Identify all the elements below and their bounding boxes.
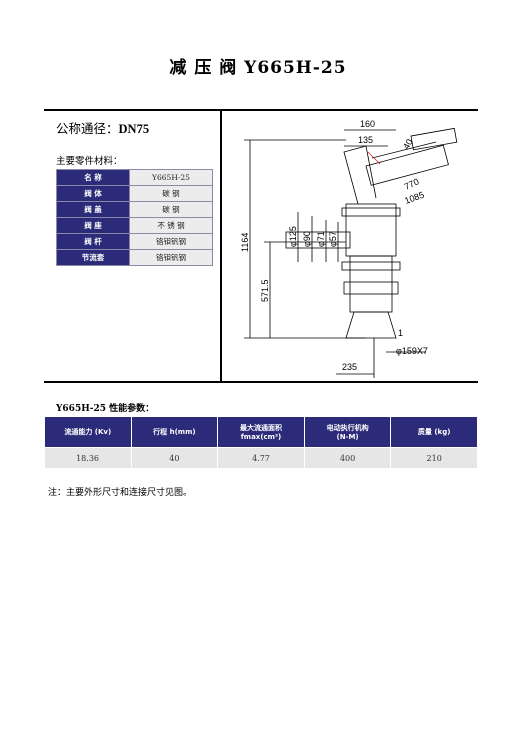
header-mass: 质量 (kg) xyxy=(390,416,478,448)
table-row: 阀 座不 锈 钢 xyxy=(56,217,213,234)
table-row: 节流套铬钼钒钢 xyxy=(56,249,213,266)
dim-57: φ57 xyxy=(328,231,338,247)
red-pointer xyxy=(367,151,381,165)
table-row: 18.36 40 4.77 400 210 xyxy=(44,447,478,468)
part-cell: 阀 座 xyxy=(56,217,130,234)
dim-90: φ90 xyxy=(302,231,312,247)
table-row: 阀 体碳 钢 xyxy=(56,185,213,202)
dim-159: φ159X7 xyxy=(396,346,428,356)
dim-40: 40 xyxy=(401,137,415,151)
table-header-row: 流通能力 (Kv) 行程 h(mm) 最大流通面积 fmax(cm²) 电动执行… xyxy=(44,416,478,448)
materials-title: 主要零件材料： xyxy=(56,156,123,167)
performance-title: Y665H-25 性能参数： xyxy=(56,404,155,414)
valve-flange-bottom xyxy=(341,261,401,271)
material-cell: Y665H-25 xyxy=(129,169,213,186)
material-cell: 铬钼钒钢 xyxy=(129,233,213,250)
page-title: 减 压 阀 Y665H-25 xyxy=(169,58,347,78)
part-cell: 名 称 xyxy=(56,169,130,186)
dim-1: 1 xyxy=(398,328,403,338)
dim-71: φ71 xyxy=(316,231,326,247)
part-cell: 节流套 xyxy=(56,249,130,266)
header-stroke: 行程 h(mm) xyxy=(130,416,219,448)
valve-flange-top xyxy=(341,207,401,217)
table-row: 阀 杆铬钼钒钢 xyxy=(56,233,213,250)
header-area: 最大流通面积 fmax(cm²) xyxy=(217,416,305,448)
table-row: 阀 盖碳 钢 xyxy=(56,201,213,218)
actuator-rod xyxy=(371,141,437,159)
footnote: 注：主要外形尺寸和连接尺寸见图。 xyxy=(48,488,193,498)
nominal-diameter: 公称通径：DN75 xyxy=(56,118,149,137)
dim-160: 160 xyxy=(360,119,375,129)
valve-outlet xyxy=(345,311,397,339)
part-cell: 阀 体 xyxy=(56,185,130,202)
header-actuator-line1: 电动执行机构 xyxy=(326,424,369,432)
actuator-motor xyxy=(410,127,458,151)
dim-125: φ125 xyxy=(288,226,298,247)
material-cell: 不 锈 钢 xyxy=(129,217,213,234)
vertical-divider xyxy=(220,111,222,383)
valve-lower-body xyxy=(349,255,393,313)
dim-5715: 571.5 xyxy=(260,279,270,302)
middle-rule xyxy=(44,381,478,383)
material-cell: 碳 钢 xyxy=(129,185,213,202)
header-kv: 流通能力 (Kv) xyxy=(44,416,132,448)
material-cell: 铬钼钒钢 xyxy=(129,249,213,266)
top-rule xyxy=(44,109,478,111)
valve-drawing: 1164 571.5 φ125 φ90 φ71 φ57 160 135 40 7… xyxy=(240,119,458,378)
dim-770: 770 xyxy=(403,176,421,191)
valve-flange-mid xyxy=(343,281,399,295)
performance-table: 流通能力 (Kv) 行程 h(mm) 最大流通面积 fmax(cm²) 电动执行… xyxy=(44,416,478,468)
dim-235: 235 xyxy=(342,362,357,372)
nominal-value: DN75 xyxy=(118,122,150,136)
nominal-label: 公称通径： xyxy=(56,121,119,136)
header-actuator-line2: (N-M) xyxy=(336,433,359,441)
header-actuator: 电动执行机构 (N-M) xyxy=(303,416,392,448)
dim-1164: 1164 xyxy=(240,233,250,252)
valve-bonnet xyxy=(345,203,397,257)
dim-135: 135 xyxy=(358,135,373,145)
actuator-arm xyxy=(343,145,377,205)
part-cell: 阀 盖 xyxy=(56,201,130,218)
actuator-box xyxy=(365,144,449,186)
value-mass: 210 xyxy=(390,447,478,468)
side-pipe xyxy=(285,231,351,249)
value-actuator: 400 xyxy=(304,447,392,468)
value-stroke: 40 xyxy=(131,447,219,468)
part-cell: 阀 杆 xyxy=(56,233,130,250)
value-kv: 18.36 xyxy=(44,447,132,468)
dim-1085: 1085 xyxy=(403,190,425,206)
material-cell: 碳 钢 xyxy=(129,201,213,218)
value-area: 4.77 xyxy=(217,447,305,468)
